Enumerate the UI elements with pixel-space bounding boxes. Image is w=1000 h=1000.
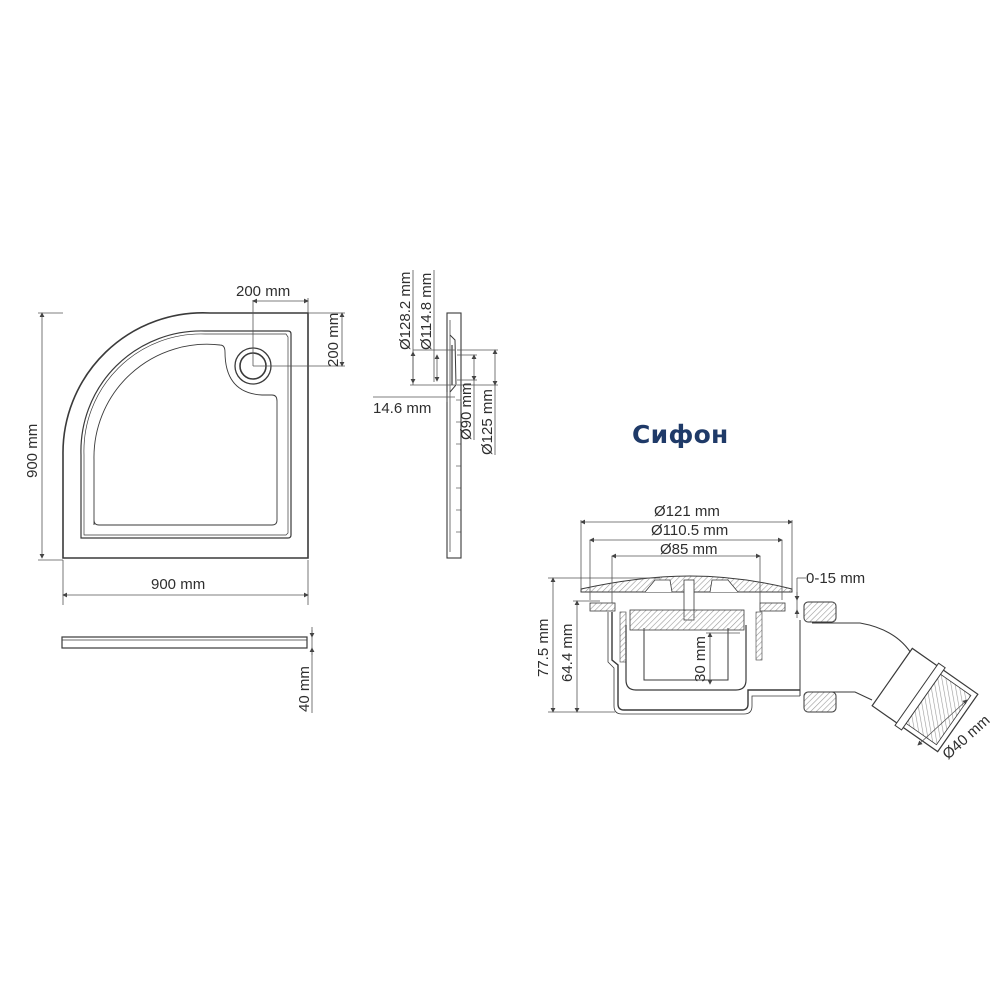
- flange-dia-label: Ø110.5 mm: [651, 522, 728, 539]
- tray-top-view: [38, 298, 345, 605]
- siphon-section: [548, 519, 979, 753]
- water-seal-label: 30 mm: [692, 636, 709, 682]
- drain-offset-x-label: 200 mm: [236, 283, 290, 300]
- tray-width-label: 900 mm: [151, 576, 205, 593]
- thickness-label: 14.6 mm: [373, 400, 431, 417]
- body-height-label: 64.4 mm: [559, 624, 576, 682]
- hole-outer-dia-label: Ø125 mm: [479, 389, 496, 455]
- tray-front-view: [61, 627, 315, 713]
- adjust-range-label: 0-15 mm: [806, 570, 865, 587]
- inner-drain-dia-label: Ø114.8 mm: [418, 273, 435, 350]
- outer-drain-dia-label: Ø128.2 mm: [397, 272, 414, 350]
- tray-depth-label: 900 mm: [24, 424, 41, 478]
- drain-offset-y-label: 200 mm: [325, 313, 342, 367]
- total-height-label: 77.5 mm: [535, 619, 552, 677]
- tray-height-label: 40 mm: [296, 666, 313, 712]
- cover-dia-label: Ø121 mm: [654, 503, 720, 520]
- body-dia-label: Ø85 mm: [660, 541, 718, 558]
- tray-side-section: [373, 270, 498, 559]
- hole-dia-label: Ø90 mm: [458, 382, 475, 440]
- siphon-title: Сифон: [632, 420, 729, 449]
